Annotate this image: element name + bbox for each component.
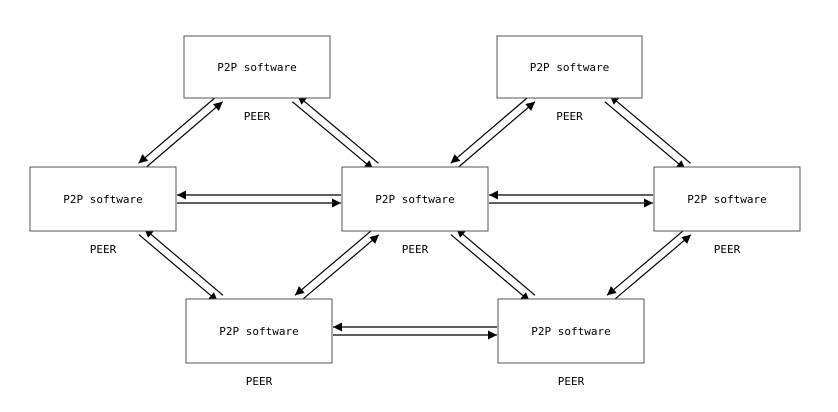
peer-caption: PEER (558, 375, 585, 388)
peer-box (29, 166, 177, 232)
peer-software-label: P2P software (375, 193, 454, 206)
peer-software-label: P2P software (217, 61, 296, 74)
peer-caption: PEER (714, 243, 741, 256)
arrow-mid-right-to-top-right (609, 95, 692, 164)
arrow-bottom-right-to-center (455, 228, 536, 296)
peer-software-label: P2P software (530, 61, 609, 74)
arrow-top-right-to-center (450, 95, 531, 164)
peer-software-label: P2P software (687, 193, 766, 206)
peer-software-label: P2P software (219, 325, 298, 338)
arrow-center-to-top-right (455, 101, 536, 170)
connections (138, 95, 692, 340)
peer-box (497, 298, 645, 364)
peer-caption: PEER (246, 375, 273, 388)
peer-software-label: P2P software (63, 193, 142, 206)
arrow-mid-left-to-bottom-left (138, 234, 219, 302)
peer-box (653, 166, 801, 232)
peer-software-label: P2P software (531, 325, 610, 338)
peer-box (341, 166, 489, 232)
arrow-mid-left-to-top-left (143, 101, 224, 170)
peer-box (496, 35, 643, 99)
peer-caption: PEER (402, 243, 429, 256)
peer-caption: PEER (90, 243, 117, 256)
arrow-center-to-bottom-right (450, 234, 531, 302)
peer-box (185, 298, 333, 364)
arrow-top-left-to-mid-left (138, 95, 218, 164)
arrow-bottom-left-to-mid-left (143, 228, 224, 296)
arrow-top-left-to-center (291, 101, 374, 170)
arrow-mid-right-to-bottom-right (606, 228, 687, 296)
peer-caption: PEER (244, 110, 271, 123)
arrow-bottom-left-to-center (299, 234, 380, 302)
arrow-bottom-right-to-mid-right (611, 234, 692, 302)
arrow-top-right-to-mid-right (604, 101, 686, 170)
peer-caption: PEER (556, 110, 583, 123)
arrow-center-to-top-left (297, 95, 379, 164)
arrow-center-to-bottom-left (294, 228, 375, 296)
peer-box (183, 35, 331, 99)
